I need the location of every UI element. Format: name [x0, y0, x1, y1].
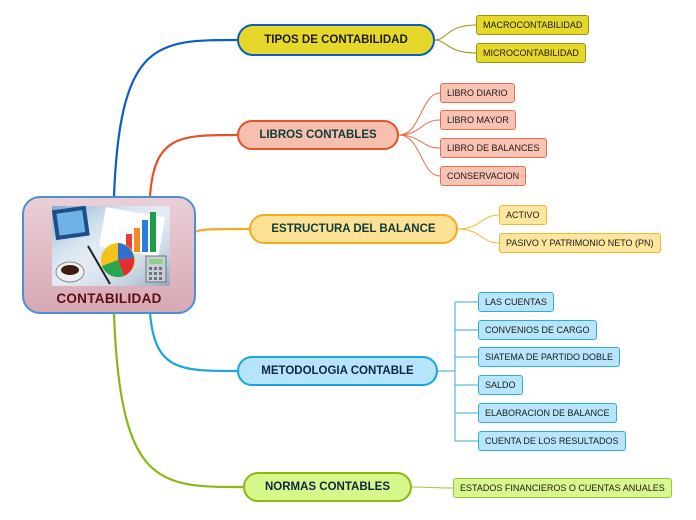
branch-node-libros[interactable]: LIBROS CONTABLES — [237, 120, 399, 150]
leaf-connector-metodologia-2 — [454, 302, 478, 441]
leaf-node-libros-1[interactable]: LIBRO MAYOR — [440, 110, 516, 130]
root-image — [52, 206, 170, 286]
connector-libros — [148, 133, 238, 197]
leaf-connector-tipos-1 — [434, 39, 477, 54]
leaf-node-tipos-0[interactable]: MACROCONTABILIDAD — [476, 15, 590, 35]
leaf-node-libros-2[interactable]: LIBRO DE BALANCES — [440, 138, 547, 158]
leaf-connector-estructura-1 — [457, 228, 500, 244]
branch-node-tipos[interactable]: TIPOS DE CONTABILIDAD — [237, 24, 435, 56]
leaf-node-estructura-0[interactable]: ACTIVO — [499, 205, 547, 225]
leaf-connector-estructura-0 — [457, 214, 500, 230]
connector-normas — [112, 313, 244, 489]
branch-node-normas[interactable]: NORMAS CONTABLES — [243, 472, 412, 502]
connector-metodologia — [148, 311, 238, 373]
leaf-node-metodologia-2[interactable]: SIATEMA DE PARTIDO DOBLE — [478, 347, 621, 367]
leaf-node-tipos-1[interactable]: MICROCONTABILIDAD — [476, 43, 586, 63]
leaf-connector-libros-1 — [398, 119, 441, 136]
leaf-node-libros-0[interactable]: LIBRO DIARIO — [440, 83, 515, 103]
leaf-connector-libros-2 — [398, 134, 441, 149]
root-title: CONTABILIDAD — [56, 291, 162, 306]
leaf-connector-metodologia-3 — [454, 302, 478, 441]
leaf-node-estructura-1[interactable]: PASIVO Y PATRIMONIO NETO (PN) — [499, 233, 661, 253]
connector-tipos — [112, 38, 238, 197]
leaf-connector-metodologia-1 — [454, 302, 478, 441]
leaf-node-libros-3[interactable]: CONSERVACION — [440, 166, 527, 186]
leaf-node-metodologia-0[interactable]: LAS CUENTAS — [478, 292, 554, 312]
leaf-connector-libros-3 — [398, 134, 441, 177]
leaf-connector-libros-0 — [398, 92, 441, 136]
branch-node-metodologia[interactable]: METODOLOGIA CONTABLE — [237, 356, 438, 386]
leaf-node-metodologia-1[interactable]: CONVENIOS DE CARGO — [478, 320, 597, 340]
leaf-node-metodologia-4[interactable]: ELABORACION DE BALANCE — [478, 403, 617, 423]
leaf-connector-metodologia-4 — [454, 302, 478, 441]
connector-estructura — [195, 227, 250, 233]
leaf-connector-tipos-0 — [434, 24, 477, 41]
leaf-node-metodologia-3[interactable]: SALDO — [478, 375, 523, 395]
root-node-contabilidad[interactable]: CONTABILIDAD — [22, 196, 196, 314]
leaf-connector-metodologia-0 — [454, 301, 478, 441]
leaf-connector-normas-0 — [411, 486, 454, 489]
leaf-node-normas-0[interactable]: ESTADOS FINANCIEROS O CUENTAS ANUALES — [453, 478, 672, 498]
leaf-node-metodologia-5[interactable]: CUENTA DE LOS RESULTADOS — [478, 431, 626, 451]
accounting-charts-icon — [52, 206, 170, 286]
leaf-connector-metodologia-5 — [454, 302, 478, 442]
branch-node-estructura[interactable]: ESTRUCTURA DEL BALANCE — [249, 214, 458, 244]
